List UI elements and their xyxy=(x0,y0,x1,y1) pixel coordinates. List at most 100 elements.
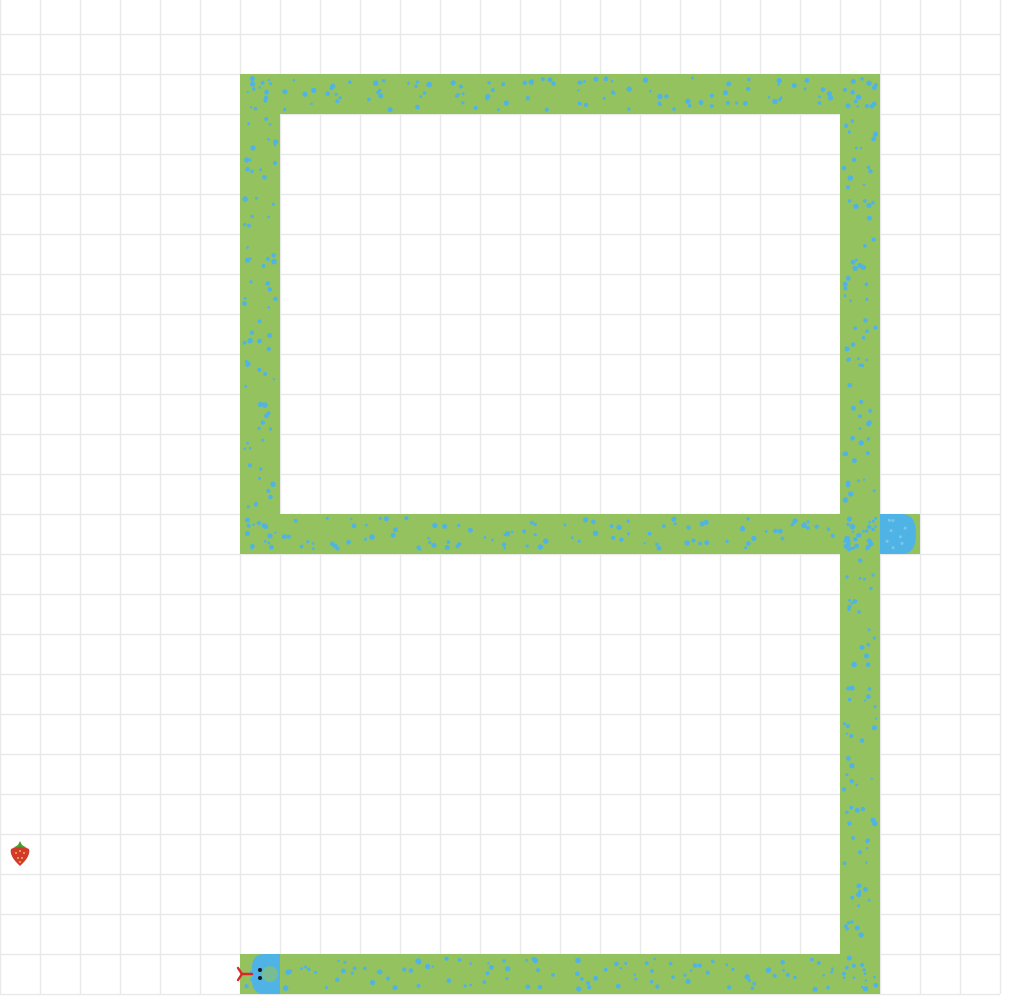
snake-skin-spot xyxy=(363,966,367,971)
snake-skin-spot xyxy=(849,299,853,303)
snake-skin-spot xyxy=(864,529,869,533)
snake-head-pattern xyxy=(262,966,278,982)
snake-skin-spot xyxy=(313,970,318,974)
snake-skin-spot xyxy=(862,529,865,533)
snake-skin-spot xyxy=(853,99,858,104)
snake-skin-spot xyxy=(619,966,623,970)
snake-skin-spot xyxy=(602,96,606,100)
snake-skin-spot xyxy=(826,91,832,97)
snake-skin-spot xyxy=(603,967,608,972)
snake-skin-spot xyxy=(612,91,616,95)
snake-skin-spot xyxy=(266,346,271,352)
snake-skin-spot xyxy=(851,963,856,968)
snake-tail-spot xyxy=(891,546,895,550)
snake-skin-spot xyxy=(300,967,303,970)
snake-skin-spot xyxy=(657,93,663,100)
snake-skin-spot xyxy=(842,497,849,503)
snake-skin-spot xyxy=(310,102,313,106)
snake-skin-spot xyxy=(543,538,549,544)
snake-skin-spot xyxy=(281,534,287,540)
snake-skin-spot xyxy=(686,525,691,530)
snake-skin-spot xyxy=(343,960,347,965)
snake-skin-spot xyxy=(351,523,357,529)
snake-skin-spot xyxy=(780,959,785,965)
snake-skin-spot xyxy=(530,520,534,525)
snake-skin-spot xyxy=(689,969,693,972)
snake-skin-spot xyxy=(540,77,545,82)
snake-skin-spot xyxy=(650,968,654,973)
snake-skin-spot xyxy=(849,763,855,769)
snake-skin-spot xyxy=(311,542,315,545)
snake-skin-spot xyxy=(870,777,873,781)
snake-skin-spot xyxy=(850,342,856,347)
snake-skin-spot xyxy=(744,546,748,550)
snake-skin-spot xyxy=(852,976,856,979)
snake-skin-spot xyxy=(369,534,375,540)
snake-skin-spot xyxy=(662,524,666,528)
snake-skin-spot xyxy=(867,628,871,632)
snake-skin-spot xyxy=(843,924,848,929)
snake-skin-spot xyxy=(856,883,862,889)
snake-skin-spot xyxy=(843,286,848,291)
snake-skin-spot xyxy=(648,89,652,93)
snake-skin-spot xyxy=(852,265,858,271)
snake-skin-spot xyxy=(862,968,866,972)
snake-skin-spot xyxy=(402,967,407,972)
snake-skin-spot xyxy=(855,783,859,787)
snake-skin-spot xyxy=(767,96,771,99)
snake-skin-spot xyxy=(709,93,714,98)
snake-skin-spot xyxy=(868,408,873,413)
snake-skin-spot xyxy=(842,281,848,287)
snake-skin-spot xyxy=(850,920,854,924)
snake-skin-spot xyxy=(845,756,851,761)
snake-skin-spot xyxy=(563,523,567,527)
snake-skin-spot xyxy=(826,985,830,990)
snake-skin-spot xyxy=(501,82,506,87)
snake-skin-spot xyxy=(850,78,856,84)
snake-skin-spot xyxy=(804,77,810,83)
snake-skin-spot xyxy=(586,981,590,985)
snake-skin-spot xyxy=(431,542,437,548)
snake-skin-spot xyxy=(847,604,852,609)
snake-skin-spot xyxy=(845,103,851,109)
snake-skin-spot xyxy=(302,91,308,97)
snake-skin-spot xyxy=(864,282,869,287)
snake-skin-spot xyxy=(370,979,376,986)
snake-skin-spot xyxy=(253,502,258,507)
snake-skin-spot xyxy=(272,378,275,381)
snake-tail-spot xyxy=(885,539,889,543)
snake-skin-spot xyxy=(859,146,863,150)
snake-skin-spot xyxy=(502,959,506,963)
snake-skin-spot xyxy=(842,861,847,866)
strawberry-seed xyxy=(19,861,21,863)
snake-skin-spot xyxy=(856,891,862,898)
snake-skin-spot xyxy=(854,543,860,549)
snake-skin-spot xyxy=(246,505,250,509)
snake-skin-spot xyxy=(408,968,414,973)
snake-skin-spot xyxy=(672,107,676,111)
snake-skin-spot xyxy=(849,523,856,530)
snake-skin-spot xyxy=(782,969,785,972)
snake-skin-spot xyxy=(533,522,537,526)
snake-skin-spot xyxy=(267,287,272,292)
snake-skin-spot xyxy=(780,536,785,541)
snake-head xyxy=(236,954,280,994)
snake-eye-icon xyxy=(258,976,262,980)
snake-skin-spot xyxy=(843,294,847,298)
snake-skin-spot xyxy=(866,524,872,530)
snake-skin-spot xyxy=(432,522,438,529)
snake-skin-spot xyxy=(872,636,877,640)
snake-skin-spot xyxy=(846,522,850,527)
snake-skin-spot xyxy=(414,84,418,88)
strawberry-leaf-icon xyxy=(13,841,27,848)
snake-skin-spot xyxy=(862,986,869,992)
snake-skin-spot xyxy=(856,357,860,361)
food-strawberry[interactable] xyxy=(10,841,30,866)
snake-skin-spot xyxy=(703,519,709,525)
snake-skin-spot xyxy=(850,435,855,441)
snake-skin-spot xyxy=(260,420,266,425)
snake-skin-spot xyxy=(842,971,846,976)
snake-skin-spot xyxy=(854,807,860,813)
snake-skin-spot xyxy=(866,437,871,441)
